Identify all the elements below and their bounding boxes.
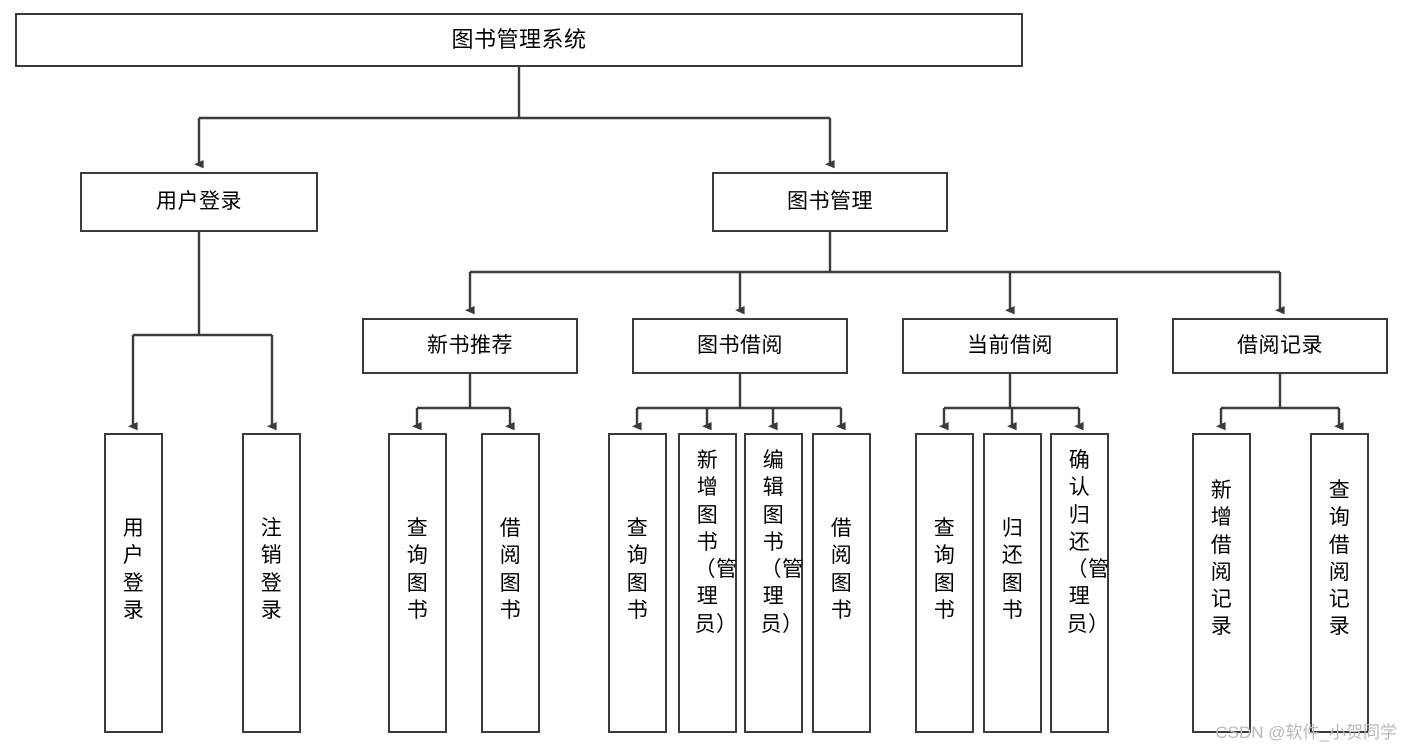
node-label: 确认归还（管理员） — [1066, 449, 1110, 636]
leaf-add-borrow-record[interactable]: 新增借阅记录 — [1192, 433, 1251, 733]
node-borrow-record[interactable]: 借阅记录 — [1172, 318, 1388, 374]
node-label: 图书管理 — [787, 190, 873, 214]
node-root-system[interactable]: 图书管理系统 — [15, 13, 1023, 67]
node-label: 新书推荐 — [427, 334, 513, 358]
node-label: 图书借阅 — [697, 334, 783, 358]
node-new-book-recommend[interactable]: 新书推荐 — [362, 318, 578, 374]
leaf-add-book-admin[interactable]: 新增图书（管理员） — [678, 433, 737, 733]
node-label: 借阅图书 — [499, 517, 522, 622]
node-label: 用户登录 — [156, 190, 242, 214]
leaf-query-book-current[interactable]: 查询图书 — [915, 433, 974, 733]
leaf-logout[interactable]: 注销登录 — [242, 433, 301, 733]
leaf-query-borrow-record[interactable]: 查询借阅记录 — [1310, 433, 1369, 733]
node-label: 当前借阅 — [967, 334, 1053, 358]
node-label: 查询借阅记录 — [1328, 479, 1351, 639]
leaf-query-book-recommend[interactable]: 查询图书 — [388, 433, 447, 733]
node-label: 图书管理系统 — [451, 26, 587, 52]
node-current-borrow[interactable]: 当前借阅 — [902, 318, 1118, 374]
node-label: 借阅记录 — [1237, 334, 1323, 358]
leaf-borrow-book[interactable]: 借阅图书 — [812, 433, 871, 733]
node-label: 查询图书 — [933, 517, 956, 622]
node-label: 用户登录 — [122, 517, 145, 622]
node-book-management-module[interactable]: 图书管理 — [712, 172, 948, 232]
leaf-query-book-borrow[interactable]: 查询图书 — [608, 433, 667, 733]
leaf-borrow-book-recommend[interactable]: 借阅图书 — [481, 433, 540, 733]
node-label: 注销登录 — [260, 517, 283, 622]
csdn-watermark: CSDN @软件_小贺同学 — [1215, 723, 1397, 742]
leaf-confirm-return-admin[interactable]: 确认归还（管理员） — [1050, 433, 1109, 733]
leaf-return-book[interactable]: 归还图书 — [983, 433, 1042, 733]
node-label: 归还图书 — [1001, 517, 1024, 622]
leaf-user-login[interactable]: 用户登录 — [104, 433, 163, 733]
leaf-edit-book-admin[interactable]: 编辑图书（管理员） — [744, 433, 803, 733]
node-label: 查询图书 — [406, 517, 429, 622]
node-label: 新增借阅记录 — [1210, 479, 1233, 639]
node-user-login-module[interactable]: 用户登录 — [80, 172, 318, 232]
node-label: 编辑图书（管理员） — [760, 449, 804, 636]
node-label: 新增图书（管理员） — [694, 449, 738, 636]
node-label: 查询图书 — [626, 517, 649, 622]
node-book-borrow[interactable]: 图书借阅 — [632, 318, 848, 374]
node-label: 借阅图书 — [830, 517, 853, 622]
